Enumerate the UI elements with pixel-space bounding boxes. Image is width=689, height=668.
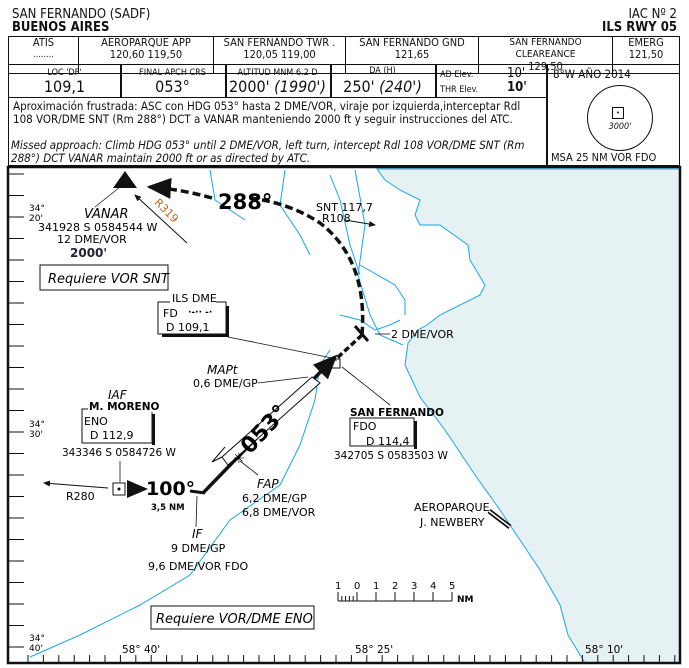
missed-approach-track — [249, 196, 365, 336]
fap-gp: 6,2 DME/GP — [242, 492, 307, 505]
if-gp: 9 DME/GP — [171, 542, 226, 555]
da-value: 250' (240') — [343, 77, 422, 96]
crs-value: 053° — [155, 77, 190, 96]
ils-channel: D 109,1 — [166, 321, 209, 334]
scale-bar: 1 0 1 2 3 4 5 — [335, 581, 455, 602]
if-vor: 9,6 DME/VOR FDO — [148, 560, 249, 573]
mapt-name: MAPt — [207, 363, 239, 377]
lon-58-10: 58° 10' — [585, 644, 623, 656]
city-name: BUENOS AIRES — [12, 20, 110, 35]
fap-name: FAP — [257, 477, 279, 491]
msa-label: MSA 25 NM VOR FDO — [551, 151, 657, 164]
requiere-vor-snt: Requiere VOR SNT — [48, 272, 170, 287]
missed-approach-es: Aproximación frustrada: ASC con HDG 053°… — [13, 99, 521, 126]
requiere-vor-dme-eno: Requiere VOR/DME ENO — [156, 612, 313, 627]
thr-elev: 10' — [507, 80, 527, 95]
aeroparque-l1: AEROPARQUE — [414, 501, 490, 514]
vanar-coords: 341928 S 0584544 W — [38, 221, 157, 234]
fdo-box — [349, 417, 415, 447]
scale-label: 4 — [430, 581, 436, 592]
msa-altitude: 3000' — [608, 122, 632, 132]
mapt-dist: 0,6 DME/GP — [193, 377, 258, 390]
vor-icon: • — [612, 107, 624, 119]
scale-unit: NM — [457, 595, 474, 605]
if-name: IF — [192, 527, 204, 541]
lat-ticks — [9, 173, 24, 648]
ils-dme-title: ILS DME — [172, 292, 217, 305]
ils-ident: FD — [163, 307, 178, 320]
alt-value: 2000' (1990') — [229, 77, 326, 96]
variation-year: 8°W AÑO 2014 — [553, 67, 631, 81]
ad-elev: 10' — [507, 66, 526, 81]
lon-58-40: 58° 40' — [122, 644, 160, 656]
approach-map: VANAR 341928 S 0584544 W 12 DME/VOR 2000… — [6, 165, 682, 665]
ad-elev-label: AD Elev. — [440, 70, 474, 80]
r319-radial-arrow — [134, 194, 188, 244]
eno-ident: ENO — [84, 415, 108, 428]
loc-value: 109,1 — [43, 77, 86, 96]
fap-vor: 6,8 DME/VOR — [242, 506, 316, 519]
map-frame — [6, 165, 682, 665]
fdo-coords: 342705 S 0583503 W — [334, 450, 449, 462]
eno-coords: 343346 S 0584726 W — [62, 447, 177, 459]
aeroparque-l2: J. NEWBERY — [419, 516, 485, 529]
vanar-name: VANAR — [84, 207, 129, 222]
da-label: DA (H) — [369, 66, 396, 76]
eno-channel: D 112,9 — [90, 429, 133, 442]
dist-3-5nm: 3,5 NM — [151, 503, 185, 513]
alt-label: ALTITUD MNM 6.2 D — [237, 68, 318, 78]
airport-name: SAN FERNANDO (SADF) — [12, 7, 151, 22]
fdo-channel: D 114,4 — [366, 435, 409, 448]
chart-number: IAC Nº 2 — [628, 7, 677, 22]
scale-label: 0 — [354, 581, 360, 592]
minima-box: LOC 'DF' 109,1 FINAL APCH CRS 053° ALTIT… — [8, 64, 680, 166]
requiere-vor-dme-eno-box — [150, 605, 315, 630]
missed-heading-288: 288° — [218, 190, 272, 214]
iaf-label: IAF — [108, 388, 128, 402]
vanar-dme: 12 DME/VOR — [57, 233, 127, 246]
loc-label: LOC 'DF' — [47, 68, 82, 78]
crs-label: FINAL APCH CRS — [139, 68, 206, 78]
fdo-ident: FDO — [353, 420, 377, 433]
lat-20-deg: 34° — [29, 204, 45, 214]
comm-atis: ATIS........ — [8, 36, 79, 74]
scale-label: 5 — [449, 581, 455, 592]
lon-58-25: 58° 25' — [355, 644, 393, 656]
scale-label: 3 — [411, 581, 417, 592]
scale-label: 2 — [392, 581, 398, 592]
lat-30-min: 30' — [29, 430, 43, 440]
snt-freq: SNT 117,7 — [316, 201, 373, 214]
ils-morse: ·-·· -· — [188, 308, 212, 318]
scale-label: 1 — [335, 581, 341, 592]
requiere-vor-snt-box — [39, 264, 169, 291]
eno-name: M. MORENO — [89, 401, 160, 413]
vanar-alt: 2000' — [70, 246, 107, 260]
2dme-fix-mark — [353, 325, 370, 342]
snt-radial: R108 — [322, 212, 351, 225]
lat-30-deg: 34° — [29, 420, 45, 430]
r280-label: R280 — [66, 490, 95, 503]
missed-approach-en: Missed approach: Climb HDG 053° until 2 … — [11, 138, 525, 165]
comm-clearance: SAN FERNANDO CLEAREANCE129,50 — [478, 36, 613, 74]
fdo-name: SAN FERNANDO — [350, 407, 444, 419]
r280-arrow — [43, 480, 109, 489]
svg-text:✳: ✳ — [233, 451, 245, 467]
heading-100: 100° — [146, 478, 195, 500]
vanar-fix-triangle — [113, 171, 137, 188]
scale-label: 1 — [373, 581, 379, 592]
comm-twr: SAN FERNANDO TWR .120,05 119,00 — [213, 36, 346, 74]
msa-circle — [587, 85, 653, 151]
water-area — [376, 168, 681, 664]
thr-elev-label: THR Elev. — [440, 85, 479, 95]
lon-ticks — [27, 655, 676, 663]
procedure-name: ILS RWY 05 — [601, 20, 677, 35]
lat-40-min: 40' — [29, 644, 43, 654]
2dme-label: 2 DME/VOR — [391, 328, 454, 341]
lat-40-deg: 34° — [29, 634, 45, 644]
lat-20-min: 20' — [29, 214, 43, 224]
